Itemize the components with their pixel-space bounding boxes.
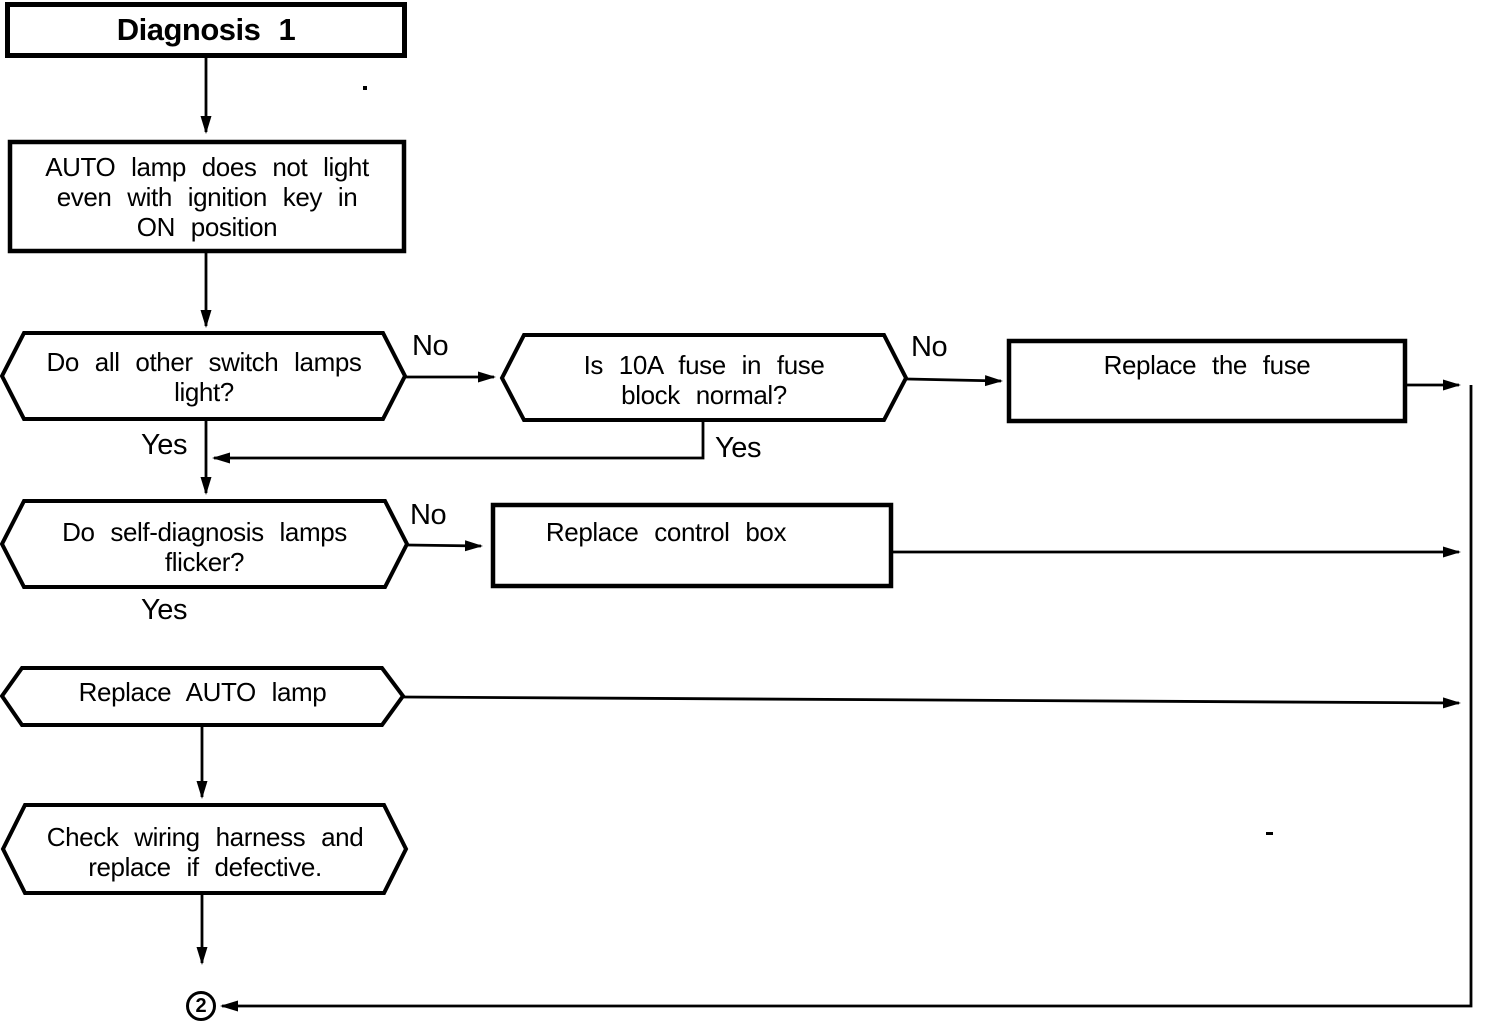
edge-label-q3-no: No	[410, 499, 447, 531]
symptom-box-label: AUTO lamp does not light even with ignit…	[45, 152, 369, 242]
edge-label-q1-no: No	[412, 330, 449, 362]
replace-fuse-box-outline	[1006, 338, 1408, 424]
arrow-q2-yes-return	[212, 421, 705, 464]
q-self-diagnosis-hexagon	[0, 499, 410, 589]
replace-control-box-label: Replace control box	[545, 517, 787, 547]
arrow-q2-no-to-replace-fuse	[906, 375, 1003, 387]
replace-auto-lamp-hexagon	[0, 666, 406, 727]
edge-label-q2-no: No	[911, 331, 948, 363]
check-wiring-hexagon	[0, 803, 409, 895]
q-switch-lamps-label: Do all other switch lamps light?	[46, 347, 362, 407]
edge-label-q1-yes: Yes	[141, 429, 188, 461]
off-page-connector-number: 2	[195, 994, 207, 1017]
trunk-line-to-connector-2	[220, 385, 1473, 1012]
arrow-replace-auto-lamp-to-trunk	[402, 695, 1461, 709]
check-wiring-label: Check wiring harness and replace if defe…	[46, 822, 364, 882]
scan-speck-2	[1266, 832, 1273, 835]
title-box-outline	[5, 2, 407, 58]
off-page-connector-2: 2	[186, 991, 216, 1021]
page-title: Diagnosis 1	[116, 12, 296, 47]
scan-speck-1	[363, 86, 367, 90]
q-fuse-hexagon	[499, 333, 909, 422]
arrow-q3-no-to-replace-control-box	[406, 540, 483, 552]
edge-label-q3-yes: Yes	[141, 594, 188, 626]
replace-auto-lamp-label: Replace AUTO lamp	[78, 677, 327, 707]
symptom-box-outline	[7, 139, 407, 254]
edge-label-q2-yes: Yes	[715, 432, 762, 464]
q-switch-lamps-hexagon	[0, 331, 408, 421]
q-fuse-label: Is 10A fuse in fuse block normal?	[583, 350, 825, 410]
q-self-diagnosis-label: Do self-diagnosis lamps flicker?	[62, 517, 347, 577]
replace-control-box-outline	[490, 502, 894, 589]
replace-fuse-label: Replace the fuse	[1103, 350, 1311, 380]
